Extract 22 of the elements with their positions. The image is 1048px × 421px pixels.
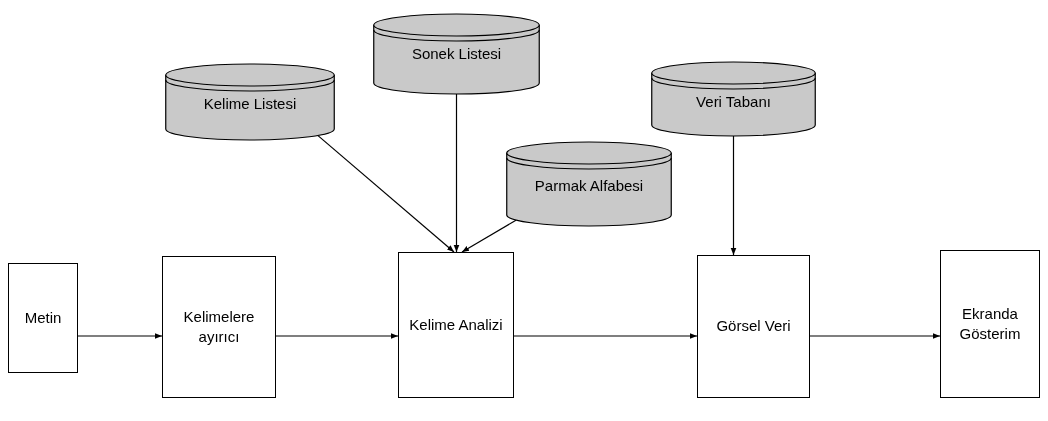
arrow: [453, 93, 460, 253]
process-box: [162, 256, 276, 398]
arrow: [77, 333, 163, 339]
node-label: Sonek Listesi: [410, 44, 503, 64]
arrow: [730, 135, 737, 256]
arrow: [461, 219, 517, 253]
node-label: Kelimelere ayırıcı: [182, 306, 256, 347]
arrow: [317, 135, 455, 253]
node-label: Kelime Analizi: [409, 314, 503, 335]
node-label: Görsel Veri: [716, 316, 791, 337]
arrow: [809, 333, 941, 339]
node-label: Parmak Alfabesi: [533, 176, 645, 196]
node-label: Kelime Listesi: [202, 94, 298, 114]
arrow: [275, 333, 399, 339]
node-label: Metin: [24, 307, 62, 328]
node-label: Veri Tabanı: [695, 92, 772, 112]
process-box: [697, 255, 810, 398]
arrow: [513, 333, 698, 339]
process-box: [398, 252, 514, 398]
process-box: [940, 250, 1040, 398]
process-box: [8, 263, 78, 373]
node-label: Ekranda Gösterim: [958, 303, 1022, 344]
